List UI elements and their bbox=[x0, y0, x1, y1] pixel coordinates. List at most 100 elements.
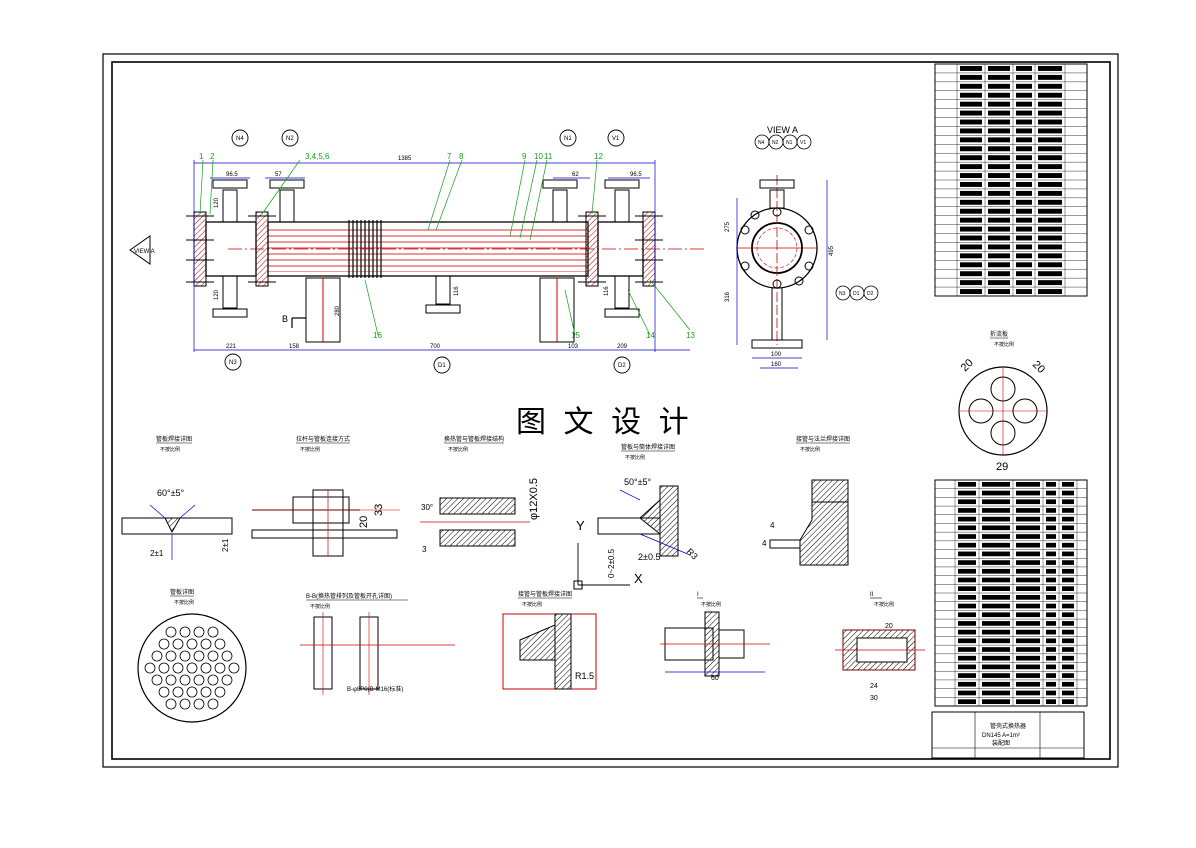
dim-baffle-29: 29 bbox=[996, 461, 1008, 473]
nozzle-balloon bbox=[433, 356, 451, 374]
dim-120-r: 120 bbox=[214, 289, 220, 300]
nozzle-label: N1 bbox=[786, 140, 793, 146]
view-a-arrow-label: VIEW A bbox=[134, 249, 155, 255]
detail-title: 管板与筒体焊接详图 bbox=[621, 443, 675, 451]
tube-hole bbox=[193, 698, 205, 710]
part-number: 2 bbox=[210, 152, 215, 161]
tube-hole bbox=[214, 662, 226, 674]
tube-hole bbox=[228, 662, 240, 674]
detail-title: 管板详图 bbox=[170, 588, 194, 596]
part-number: 3,4,5,6 bbox=[305, 152, 330, 161]
tube-hole bbox=[144, 662, 156, 674]
detail-scale: 不按比例 bbox=[310, 603, 330, 610]
detail-scale: 不按比例 bbox=[448, 446, 468, 453]
dim-baffle-20a: 20 bbox=[959, 357, 976, 374]
part-number: 7 bbox=[447, 152, 452, 161]
nozzle-balloon bbox=[607, 129, 625, 147]
tube-hole bbox=[179, 674, 191, 686]
nozzle-label: V1 bbox=[612, 136, 620, 142]
tube-hole bbox=[179, 698, 191, 710]
dim-gap-2b: 2±1 bbox=[221, 538, 230, 552]
detail-title: 拉杆与管板连接方式 bbox=[296, 435, 350, 443]
detail-scale: 不按比例 bbox=[994, 341, 1014, 348]
part-number: 15 bbox=[571, 331, 580, 340]
dim-221: 221 bbox=[226, 344, 237, 350]
view-a-arrow bbox=[129, 235, 151, 265]
nozzle-label: N4 bbox=[236, 136, 244, 142]
nozzle-label: D2 bbox=[618, 363, 626, 369]
dim-116-r: 116 bbox=[604, 286, 610, 296]
ucs-x: X bbox=[634, 571, 643, 586]
tube-hole bbox=[165, 626, 177, 638]
tube-hole bbox=[186, 638, 198, 650]
detail-scale: 不按比例 bbox=[300, 446, 320, 453]
tube-hole bbox=[221, 650, 233, 662]
nozzle-label: N2 bbox=[286, 136, 294, 142]
dim-baffle-20b: 20 bbox=[1030, 359, 1047, 376]
saddle-supports bbox=[305, 277, 575, 343]
part-number: 9 bbox=[522, 152, 527, 161]
section-b-label: B bbox=[282, 314, 288, 324]
tb-sheet: 装配图 bbox=[992, 739, 1010, 747]
tb-spec: DN145 A=1m² bbox=[982, 733, 1020, 739]
nozzle-balloon bbox=[796, 134, 812, 150]
detail-scale: 不按比例 bbox=[800, 446, 820, 453]
dim-1385: 1385 bbox=[398, 156, 412, 162]
dim-24: 24 bbox=[870, 683, 878, 690]
nozzle-balloon bbox=[231, 129, 249, 147]
detail-weld-tubesheet: 60°±5° 2±1 2±1 bbox=[121, 488, 233, 560]
detail-baffle: 20 20 29 bbox=[958, 357, 1048, 473]
dim-495: 495 bbox=[829, 245, 835, 256]
tube-hole bbox=[193, 674, 205, 686]
detail-title: 管板焊接详图 bbox=[156, 435, 192, 443]
part-number: 11 bbox=[544, 152, 553, 161]
tb-name: 管壳式换热器 bbox=[990, 722, 1026, 730]
nozzle-label: N4 bbox=[758, 140, 765, 146]
tube-hole bbox=[207, 626, 219, 638]
nozzle-label: V1 bbox=[800, 140, 806, 146]
dim-62: 62 bbox=[572, 172, 579, 178]
detail-nozzle-flange: 4 4 bbox=[762, 479, 849, 566]
right-cover-flange bbox=[642, 211, 656, 287]
tube-hole bbox=[186, 686, 198, 698]
dim-60: 60 bbox=[711, 675, 719, 682]
nozzle-balloon bbox=[613, 356, 631, 374]
detail-title: 接管与法兰焊接详图 bbox=[796, 435, 850, 443]
ucs-y: Y bbox=[576, 518, 585, 533]
detail-scale: 不按比例 bbox=[174, 599, 194, 606]
dim-116-l: 116 bbox=[454, 286, 460, 296]
tube-hole bbox=[172, 662, 184, 674]
tube-hole bbox=[207, 674, 219, 686]
part-number: 12 bbox=[594, 152, 603, 161]
detail-nozzle-tubesheet: R1.5 bbox=[502, 613, 597, 690]
tube-hole bbox=[207, 650, 219, 662]
right-tubesheet bbox=[585, 211, 599, 287]
dim-96-5-l: 96.5 bbox=[226, 172, 238, 178]
detail-tie-rod: 33 20 bbox=[251, 489, 400, 557]
nozzle-balloon bbox=[281, 129, 299, 147]
dim-2-05: 2±0.5 bbox=[638, 552, 660, 562]
tube-hole bbox=[158, 638, 170, 650]
part-number: 8 bbox=[459, 152, 464, 161]
tube-hole bbox=[151, 674, 163, 686]
part-number: 14 bbox=[646, 331, 655, 340]
right-tables bbox=[934, 63, 1088, 707]
dim-280: 280 bbox=[335, 305, 341, 316]
detail-title: 接管与管板焊接详图 bbox=[518, 590, 572, 598]
dim-r1-5: R1.5 bbox=[575, 671, 594, 681]
dim-96-5-r: 96.5 bbox=[630, 172, 642, 178]
dim-weld-angle: 60°±5° bbox=[157, 488, 185, 498]
dim-tube-dia: φ12X0.5 bbox=[528, 478, 540, 520]
dim-100: 100 bbox=[771, 352, 782, 358]
nozzle-balloon bbox=[559, 129, 577, 147]
tube-hole bbox=[200, 638, 212, 650]
dim-700: 700 bbox=[430, 344, 441, 350]
dim-4a: 4 bbox=[770, 521, 775, 530]
nozzle-label: N3 bbox=[229, 360, 237, 366]
dim-160: 160 bbox=[771, 362, 782, 368]
drawing-title: 图 文 设 计 bbox=[516, 405, 693, 440]
title-block: 管壳式换热器 DN145 A=1m² 装配图 bbox=[931, 711, 1085, 759]
view-a-title: VIEW A bbox=[767, 125, 798, 135]
